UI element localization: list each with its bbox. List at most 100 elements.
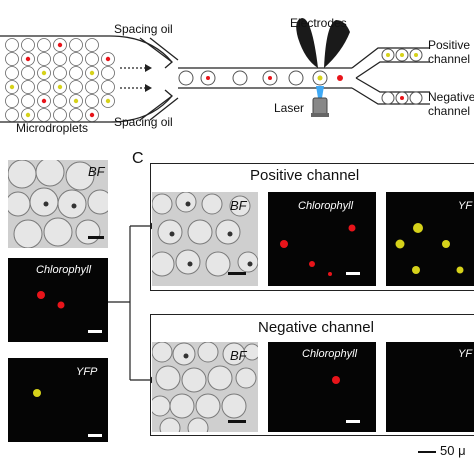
droplet: [85, 80, 99, 94]
droplet: [69, 80, 83, 94]
droplet: [195, 393, 221, 419]
droplet: [152, 342, 173, 363]
droplet: [53, 66, 67, 80]
droplet: [69, 66, 83, 80]
positive-output-droplets: [381, 48, 423, 62]
droplet: [37, 108, 51, 122]
scale-bar: [228, 420, 246, 423]
scale-bar: [88, 434, 102, 437]
droplet: [69, 52, 83, 66]
droplet: [8, 191, 31, 217]
negative-channel-label: Negative channel: [428, 90, 474, 118]
droplet: [43, 217, 73, 247]
scale-bar: [346, 420, 360, 423]
droplet: [187, 417, 209, 432]
droplet: [85, 94, 99, 108]
droplet: [65, 161, 95, 191]
scale-bar: [228, 272, 246, 275]
droplet: [215, 219, 241, 245]
negative-yfp-image: YF: [386, 342, 474, 432]
droplet: [187, 219, 213, 245]
droplet: [237, 251, 258, 273]
droplet: [37, 52, 51, 66]
chlorophyll-tag: Chlorophyll: [298, 200, 354, 212]
negative-channel-title: Negative channel: [258, 319, 374, 336]
droplet: [181, 367, 207, 393]
bf-tag: BF: [230, 198, 247, 213]
droplet: [205, 251, 231, 277]
laser-label: Laser: [274, 101, 305, 115]
droplet: [29, 187, 59, 217]
cell-dot: [247, 261, 253, 267]
cell-dot: [187, 261, 193, 267]
cell-dot: [183, 353, 189, 359]
droplet: [101, 66, 115, 80]
droplet: [21, 66, 35, 80]
cell-dot: [73, 98, 79, 104]
droplet: [169, 393, 195, 419]
negative-chlorophyll-image: Chlorophyll: [268, 342, 376, 432]
droplet: [21, 94, 35, 108]
droplet: [53, 94, 67, 108]
droplet: [221, 393, 247, 419]
channel-droplets: [178, 70, 343, 86]
droplet: [5, 52, 19, 66]
electrodes-label: Electrodes: [290, 16, 347, 30]
oil-inlet-top: [139, 37, 179, 63]
droplet: [159, 417, 181, 432]
cell-dot: [105, 98, 111, 104]
electrode-right: [324, 20, 350, 68]
positive-channel-label: Positive channel: [428, 38, 471, 66]
cell-dot: [41, 70, 47, 76]
positive-channel-title: Positive channel: [250, 167, 360, 184]
droplet: [201, 193, 223, 215]
droplet: [152, 395, 171, 417]
droplet: [175, 249, 201, 275]
positive-bf-image: BF: [152, 192, 258, 286]
microdroplets-label: Microdroplets: [16, 121, 89, 135]
yfp-tag: YF: [458, 200, 473, 212]
droplet: [175, 192, 197, 213]
droplet: [85, 52, 99, 66]
droplet: [37, 80, 51, 94]
cell-dot: [25, 56, 31, 62]
scale-bar: [88, 330, 102, 333]
droplet: [21, 80, 35, 94]
positive-chlorophyll-image: Chlorophyll: [268, 192, 376, 286]
droplet: [152, 251, 175, 277]
laser-beam: [316, 86, 324, 98]
droplet: [197, 342, 219, 363]
chlorophyll-tag: Chlorophyll: [302, 348, 358, 360]
scale-bar: [88, 236, 104, 239]
scale-legend-bar: [418, 451, 436, 453]
droplet: [37, 38, 51, 52]
droplet: [75, 219, 101, 245]
droplet: [155, 365, 181, 391]
cell-dot: [41, 98, 47, 104]
cell-dot: [9, 84, 15, 90]
droplet: [5, 94, 19, 108]
panel-b-chlorophyll-image: Chlorophyll: [8, 258, 108, 342]
droplet: [229, 195, 251, 217]
cell-dot: [43, 201, 49, 207]
cell-dot: [185, 201, 191, 207]
negative-output-droplets: [381, 91, 423, 105]
yfp-tag: YFP: [76, 366, 98, 378]
cell-dot: [57, 42, 63, 48]
droplet: [152, 193, 173, 215]
droplet: [8, 160, 37, 189]
microfluidic-schematic: [0, 18, 430, 123]
cell-dot: [105, 56, 111, 62]
chlorophyll-tag: Chlorophyll: [36, 264, 92, 276]
connector-arrows: [108, 222, 156, 384]
droplet: [85, 38, 99, 52]
positive-yfp-image: YF: [386, 192, 474, 286]
cell-dot: [25, 112, 31, 118]
cell-dot: [89, 112, 95, 118]
droplet: [207, 365, 233, 391]
droplet: [5, 38, 19, 52]
droplet-grid: [5, 38, 115, 122]
droplet: [53, 52, 67, 66]
electrode-left: [296, 18, 318, 68]
scale-bar: [346, 272, 360, 275]
